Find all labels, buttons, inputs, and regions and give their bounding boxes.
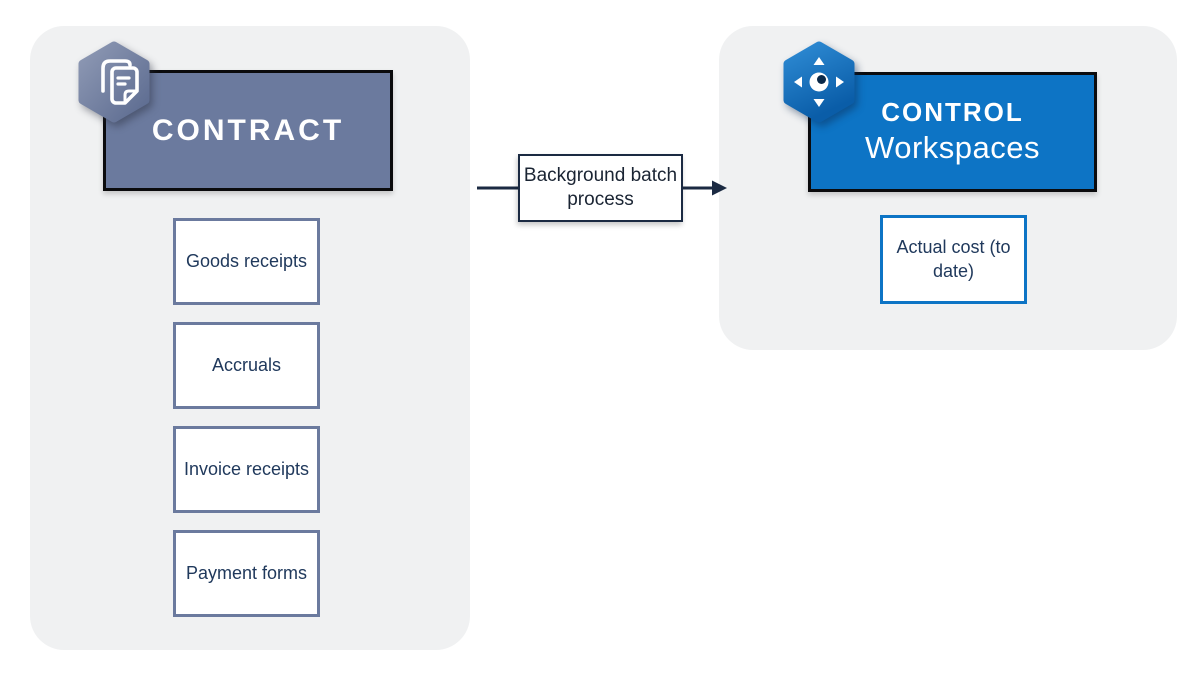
- payment-forms-box: Payment forms: [173, 530, 320, 617]
- control-title: CONTROL: [881, 97, 1024, 128]
- invoice-receipts-label: Invoice receipts: [183, 458, 310, 479]
- accruals-box: Accruals: [173, 322, 320, 409]
- batch-process-label: Background batch process: [523, 165, 678, 210]
- payment-forms-label: Payment forms: [185, 562, 308, 583]
- flow-arrow: [477, 180, 727, 196]
- invoice-receipts-box: Invoice receipts: [173, 426, 320, 513]
- control-subtitle: Workspaces: [865, 129, 1040, 165]
- actual-cost-box: Actual cost (to date): [880, 215, 1027, 304]
- arrowhead-icon: [712, 180, 727, 196]
- goods-receipts-box: Goods receipts: [173, 218, 320, 305]
- actual-cost-label: Actual cost (to date): [896, 237, 1011, 281]
- contract-header-box: CONTRACT: [103, 70, 393, 191]
- control-header-box: CONTROL Workspaces: [808, 72, 1097, 192]
- accruals-label: Accruals: [211, 354, 282, 375]
- copy-documents-icon: [78, 41, 150, 123]
- batch-process-box: Background batch process: [518, 154, 683, 222]
- contract-title: CONTRACT: [151, 114, 345, 147]
- pan-move-icon: [783, 41, 855, 123]
- goods-receipts-label: Goods receipts: [185, 250, 308, 271]
